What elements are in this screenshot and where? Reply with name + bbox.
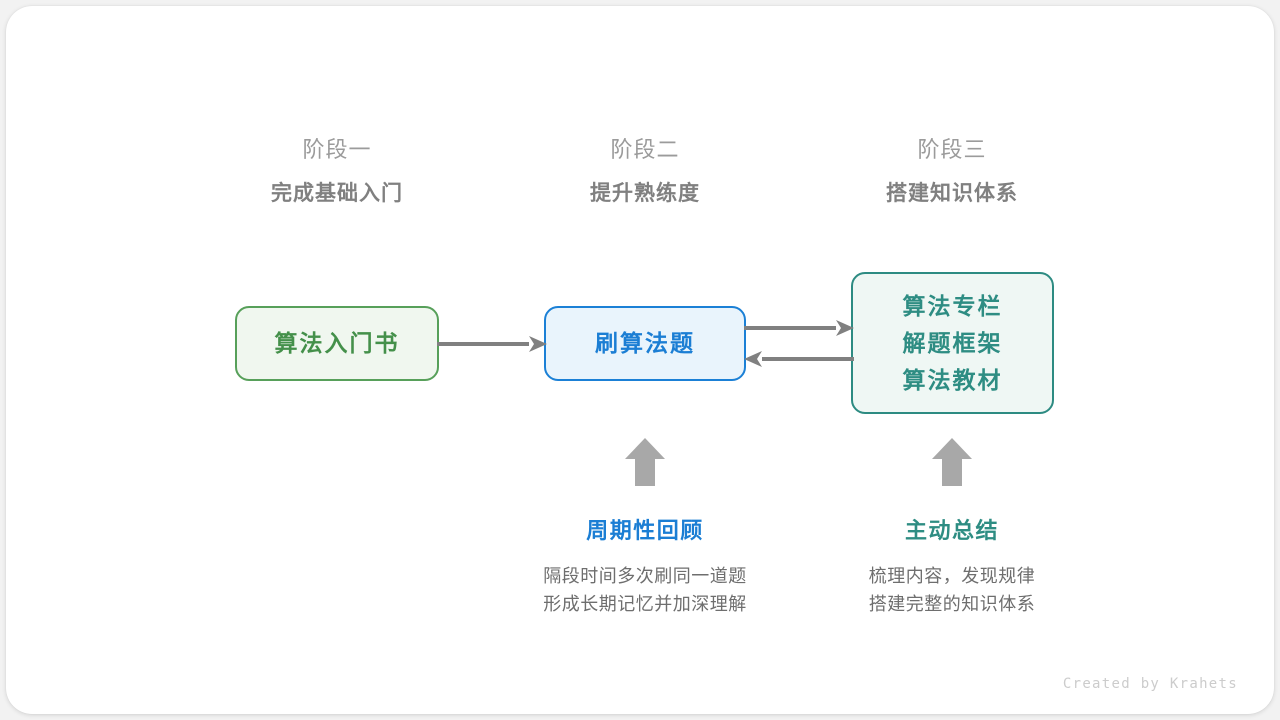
stage-header-3: 阶段三 搭建知识体系 — [822, 135, 1082, 209]
stage-3-title: 搭建知识体系 — [886, 182, 1018, 205]
node-learning-resources[interactable]: 算法专栏 解题框架 算法教材 — [851, 272, 1054, 414]
note-periodic-review: 周期性回顾 隔段时间多次刷同一道题 形成长期记忆并加深理解 — [495, 516, 795, 618]
stage-header-2: 阶段二 提升熟练度 — [515, 135, 775, 209]
note-review-body: 隔段时间多次刷同一道题 形成长期记忆并加深理解 — [495, 562, 795, 618]
arrow-right-icon-book-to-practice — [437, 333, 547, 355]
stage-2-index: 阶段二 — [610, 137, 680, 162]
note-active-summary: 主动总结 梳理内容，发现规律 搭建完整的知识体系 — [802, 516, 1102, 618]
block-arrow-up-icon-summary — [930, 436, 974, 488]
note-summary-line-1: 梳理内容，发现规律 — [868, 566, 1036, 586]
node-resources-line-2: 解题框架 — [902, 329, 1003, 356]
note-summary-line-2: 搭建完整的知识体系 — [868, 594, 1036, 614]
arrow-right-icon-practice-to-resources — [744, 317, 854, 339]
stage-1-index: 阶段一 — [302, 137, 372, 162]
credit-text: Created by Krahets — [1062, 676, 1238, 692]
arrow-left-icon-resources-to-practice — [744, 348, 854, 370]
note-review-line-1: 隔段时间多次刷同一道题 — [543, 566, 747, 586]
node-practice-line-1: 刷算法题 — [595, 330, 695, 356]
note-summary-body: 梳理内容，发现规律 搭建完整的知识体系 — [802, 562, 1102, 618]
node-book-line-1: 算法入门书 — [274, 330, 400, 356]
diagram-card: 阶段一 完成基础入门 阶段二 提升熟练度 阶段三 搭建知识体系 算法入门书 刷算… — [6, 6, 1274, 714]
node-algorithm-intro-book[interactable]: 算法入门书 — [235, 306, 439, 381]
stage-header-1: 阶段一 完成基础入门 — [207, 135, 467, 209]
node-resources-line-3: 算法教材 — [902, 366, 1003, 393]
node-practice-problems[interactable]: 刷算法题 — [544, 306, 746, 381]
note-review-title: 周期性回顾 — [586, 518, 704, 543]
note-summary-title: 主动总结 — [904, 518, 999, 543]
block-arrow-up-icon-review — [623, 436, 667, 488]
note-review-line-2: 形成长期记忆并加深理解 — [543, 594, 747, 614]
stage-3-index: 阶段三 — [917, 137, 987, 162]
node-resources-line-1: 算法专栏 — [902, 292, 1003, 319]
stage-1-title: 完成基础入门 — [271, 182, 403, 205]
stage-2-title: 提升熟练度 — [590, 182, 700, 205]
